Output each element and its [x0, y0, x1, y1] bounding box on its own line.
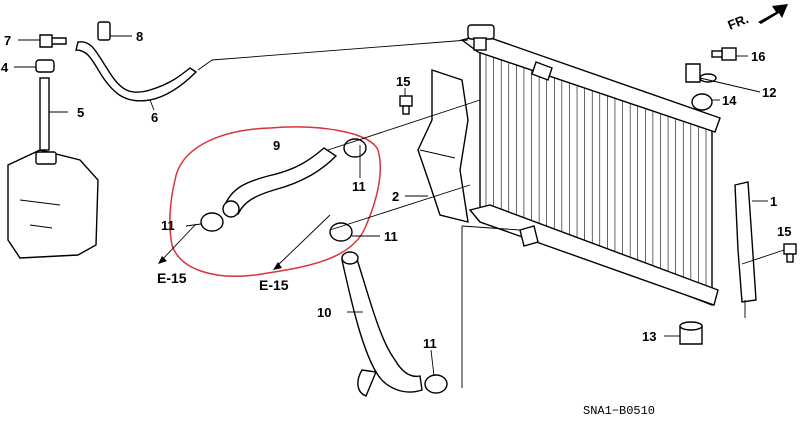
- callout-1: 1: [770, 194, 777, 209]
- hose-clip-8: [97, 21, 111, 41]
- callout-7: 7: [4, 33, 11, 48]
- reserve-cap: [35, 59, 55, 73]
- reference-label: E-15: [157, 270, 187, 286]
- bolt-15: [399, 95, 797, 263]
- fitting-7: [39, 34, 67, 48]
- radiator-outlet: [519, 225, 539, 247]
- callout-11: 11: [352, 179, 366, 194]
- upper-radiator-hose: [224, 147, 338, 216]
- callout-2: 2: [392, 189, 399, 204]
- callout-16: 16: [751, 49, 765, 64]
- callout-11: 11: [423, 336, 437, 351]
- overflow-hose: [75, 41, 198, 102]
- callout-13: 13: [642, 329, 656, 344]
- callout-10: 10: [317, 305, 331, 320]
- callout-15: 15: [777, 224, 791, 239]
- bolt-16: [711, 47, 737, 61]
- callout-6: 6: [151, 110, 158, 125]
- radiator-cap: [467, 24, 495, 40]
- leader-lines: [14, 35, 785, 388]
- callout-4: 4: [1, 60, 9, 75]
- reference-label: E-15: [259, 277, 289, 293]
- callout-11: 11: [161, 218, 175, 233]
- callout-9: 9: [273, 138, 280, 153]
- arrow-head: [158, 256, 167, 264]
- callout-11: 11: [384, 229, 398, 244]
- radiator-inlet: [531, 61, 553, 81]
- grommet-14: [691, 93, 713, 111]
- forward-direction-arrow: FR.: [726, 4, 788, 33]
- bracket-12: [685, 63, 717, 83]
- callout-15: 15: [396, 74, 410, 89]
- reserve-tank: [7, 149, 99, 259]
- callout-5: 5: [77, 105, 84, 120]
- diagram-code: SNA1−B0510: [583, 404, 655, 418]
- radiator-assembly: [460, 24, 721, 307]
- lower-radiator-hose: [341, 255, 423, 393]
- side-bracket: [734, 181, 757, 318]
- hose-clamp: [200, 138, 448, 394]
- direction-label: FR.: [726, 11, 751, 33]
- callout-12: 12: [762, 85, 776, 100]
- grommet-13: [679, 321, 703, 345]
- reserve-tube: [39, 77, 50, 151]
- highlight-outline: [169, 126, 382, 277]
- arrow-head: [273, 262, 282, 270]
- callout-14: 14: [722, 93, 737, 108]
- callout-8: 8: [136, 29, 143, 44]
